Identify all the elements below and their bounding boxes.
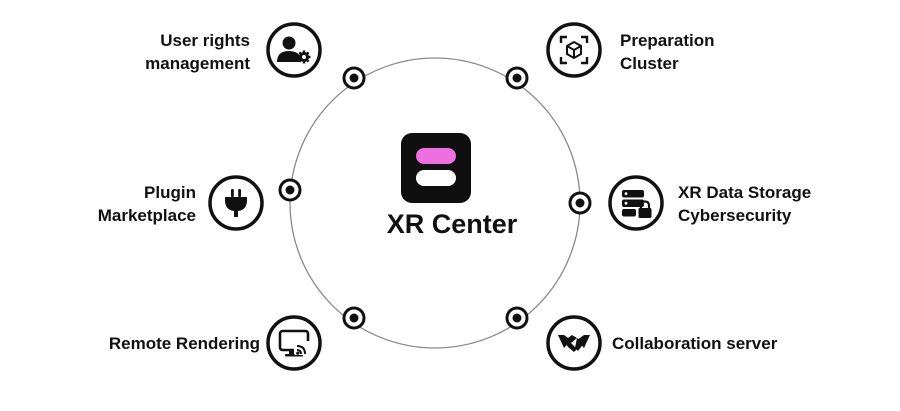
node-label-line: Plugin (144, 183, 196, 202)
node-label-line: XR Data Storage (678, 183, 812, 202)
node-label-user-rights: User rights management (145, 29, 250, 75)
xr-center-logo (401, 133, 471, 203)
handshake-icon (546, 315, 602, 371)
ring-connector-xr-storage (568, 191, 592, 215)
node-label-remote: Remote Rendering (109, 332, 260, 355)
user-gear-icon (266, 22, 322, 78)
node-label-line: Preparation (620, 31, 715, 50)
center-title: XR Center (386, 209, 518, 239)
node-label-collab: Collaboration server (612, 332, 777, 355)
ring-connector-preparation (505, 66, 529, 90)
ring-connector-collab (505, 306, 529, 330)
node-label-line: Cluster (620, 54, 679, 73)
node-label-preparation: Preparation Cluster (620, 29, 714, 75)
ring-connector-remote (342, 306, 366, 330)
node-label-plugin: Plugin Marketplace (98, 181, 196, 227)
node-label-line: Remote Rendering (108, 334, 260, 353)
server-lock-icon (608, 175, 664, 231)
node-label-line: Marketplace (97, 206, 196, 225)
node-label-line: management (145, 54, 250, 73)
node-label-line: User rights (160, 31, 250, 50)
monitor-cast-icon (266, 315, 322, 371)
node-label-line: Collaboration server (612, 334, 778, 353)
ring-connector-user-rights (342, 66, 366, 90)
ring-connector-plugin (278, 178, 302, 202)
plug-icon (208, 175, 264, 231)
node-label-line: Cybersecurity (678, 206, 792, 225)
node-label-xr-storage: XR Data Storage Cybersecurity (678, 181, 811, 227)
cube-scan-icon (546, 22, 602, 78)
